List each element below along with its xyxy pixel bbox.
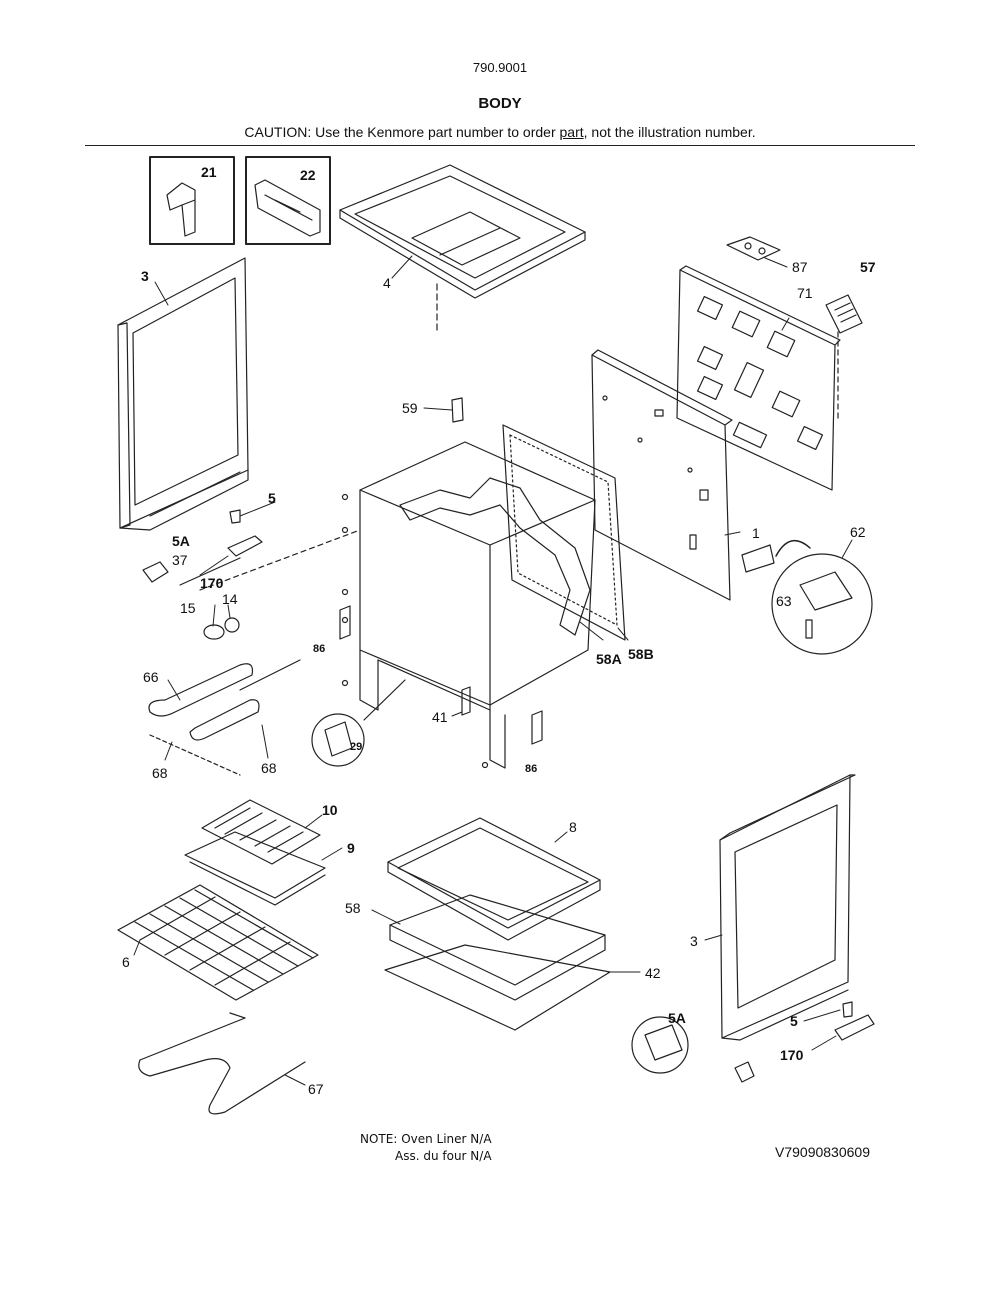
callout-71: 71	[797, 285, 813, 301]
callout-170-top: 170	[200, 575, 224, 591]
part-66-broil-element	[148, 659, 301, 776]
callout-5-top: 5	[268, 490, 276, 506]
callout-58B: 58B	[628, 646, 654, 662]
callout-66: 66	[143, 669, 159, 685]
part-62-terminal-block-detail	[741, 539, 873, 655]
callout-68-right: 68	[261, 760, 277, 776]
caution-text: CAUTION: Use the Kenmore part number to …	[0, 124, 1000, 140]
callout-9: 9	[347, 840, 355, 856]
leader-lines	[133, 255, 853, 1086]
part-71-back-panel	[676, 265, 841, 491]
document-reference: V79090830609	[775, 1144, 870, 1160]
part-37-wire	[179, 557, 241, 586]
callout-86-left: 86	[313, 643, 325, 655]
callout-8: 8	[569, 819, 577, 835]
part-5-bolt-bottom	[842, 1001, 853, 1018]
callout-68-left: 68	[152, 765, 168, 781]
caution-text-start: CAUTION: Use the Kenmore part number to …	[244, 124, 560, 140]
callout-37: 37	[172, 552, 188, 568]
callout-5A-top: 5A	[172, 533, 190, 549]
part-58A-insulation-wrap	[399, 477, 591, 636]
callout-labels: 21 22 3 4 87 57 71 59 5 5A 37 170 15 14 …	[122, 164, 876, 1097]
part-29-clip-detail	[311, 679, 406, 767]
part-21-bracket-inset	[149, 156, 235, 245]
callout-87: 87	[792, 259, 808, 275]
callout-5A-bottom: 5A	[668, 1010, 686, 1026]
callout-14: 14	[222, 591, 238, 607]
part-5-bolt-top	[229, 509, 241, 524]
callout-58: 58	[345, 900, 361, 916]
note-line-1: NOTE: Oven Liner N/A	[360, 1132, 492, 1146]
part-3-door-frame-right	[719, 774, 856, 1041]
callout-3-left: 3	[141, 268, 149, 284]
callout-22: 22	[300, 167, 316, 183]
part-170-hinge-top	[227, 535, 263, 557]
part-41-sensor-clip	[461, 686, 471, 716]
part-15-lamp-bulb	[203, 624, 225, 640]
callout-10: 10	[322, 802, 338, 818]
note-line-2: Ass. du four N/A	[395, 1149, 492, 1163]
part-57-vent-plate	[825, 294, 863, 421]
header-rule	[85, 145, 915, 146]
callout-42: 42	[645, 965, 661, 981]
callout-5-bottom: 5	[790, 1013, 798, 1029]
model-number: 790.9001	[472, 60, 528, 75]
callout-29: 29	[350, 741, 362, 753]
callout-57: 57	[860, 259, 876, 275]
part-22-bracket-inset	[245, 156, 331, 245]
part-58-drawer-insulation	[389, 894, 606, 1001]
caution-text-end: , not the illustration number.	[583, 124, 756, 140]
part-86-guide-left	[339, 605, 351, 640]
callout-170-bottom: 170	[780, 1047, 804, 1063]
part-14-lamp-socket	[224, 617, 240, 633]
callout-67: 67	[308, 1081, 324, 1097]
part-87-grommet-plate	[726, 236, 781, 261]
part-59-plug	[451, 397, 464, 423]
part-42-drawer-bottom	[384, 944, 611, 1031]
callout-63: 63	[776, 593, 792, 609]
part-4-top-panel	[339, 164, 586, 331]
callout-15: 15	[180, 600, 196, 616]
callout-6: 6	[122, 954, 130, 970]
part-8-storage-drawer	[387, 817, 601, 941]
callout-3-right: 3	[690, 933, 698, 949]
part-9-broiler-pan	[184, 831, 326, 906]
oven-cabinet-body	[199, 441, 596, 769]
part-5A-hinge-detail	[631, 1016, 755, 1083]
page-title: BODY	[478, 95, 522, 112]
caution-part-word: part	[559, 124, 584, 140]
callout-58A: 58A	[596, 651, 622, 667]
part-170-hinge-bottom	[834, 1014, 875, 1041]
callout-1: 1	[752, 525, 760, 541]
part-67-bake-element	[138, 1012, 306, 1115]
part-1-oven-back-wall	[591, 349, 733, 601]
part-3-door-frame-left	[117, 257, 249, 531]
callout-86-right: 86	[525, 763, 537, 775]
part-5A-hinge-top	[142, 561, 169, 583]
callout-41: 41	[432, 709, 448, 725]
callout-59: 59	[402, 400, 418, 416]
part-58B-insulation-panel	[502, 424, 626, 641]
callout-62: 62	[850, 524, 866, 540]
part-86-guide-right	[531, 710, 543, 745]
part-10-broiler-grid	[201, 799, 321, 865]
part-6-oven-rack	[117, 884, 319, 1001]
callout-21: 21	[201, 164, 217, 180]
callout-4: 4	[383, 275, 391, 291]
